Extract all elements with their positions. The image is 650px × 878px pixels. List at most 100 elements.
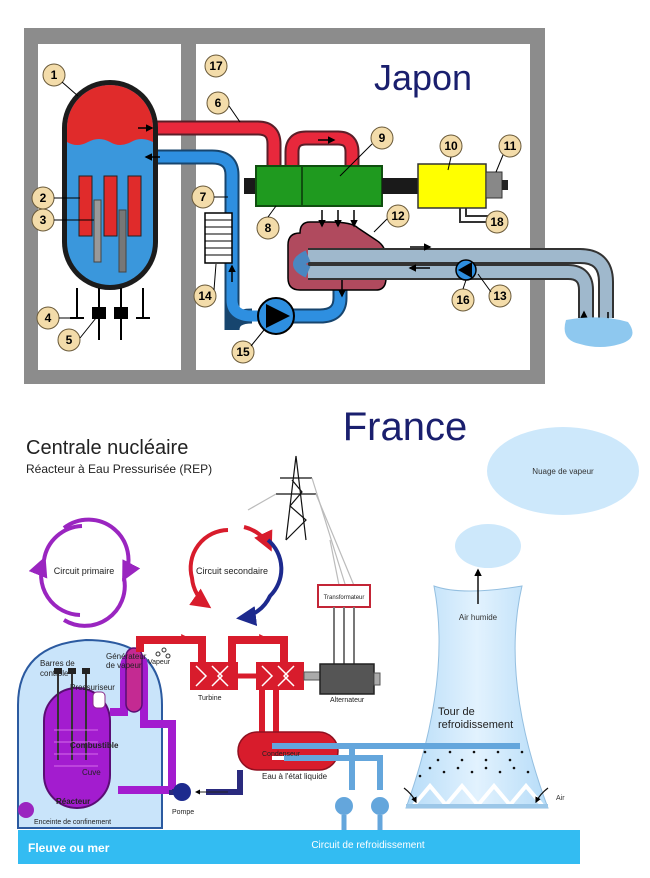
fuel-rod [103,175,118,237]
svg-text:Combustible: Combustible [70,741,119,750]
svg-text:Pressuriseur: Pressuriseur [70,683,115,692]
svg-text:refroidissement: refroidissement [438,719,513,731]
svg-text:3: 3 [40,213,47,227]
svg-text:17: 17 [209,59,223,73]
pressurizer [92,691,106,709]
svg-text:Vapeur: Vapeur [148,659,171,666]
svg-text:contrôle: contrôle [40,669,69,678]
callout-5: 5 [57,328,81,352]
svg-text:Réacteur: Réacteur [56,797,90,806]
spray-droplets [418,750,530,778]
callout-3: 3 [31,208,55,232]
cooling-pump-2 [371,797,389,815]
svg-text:Circuit primaire: Circuit primaire [54,566,115,576]
france-labels: Barres de contrôle Générateur de vapeur … [28,652,425,855]
svg-text:15: 15 [236,345,250,359]
reactor-vessel-fr [43,687,111,809]
diagram-title: Centrale nucléaire [26,437,188,459]
svg-text:Air: Air [556,795,565,802]
cooling-water-pipe [308,250,612,318]
svg-text:Barres de: Barres de [40,659,75,668]
alternator-fr [319,663,375,695]
steam-cloud [487,427,639,515]
svg-text:16: 16 [456,293,470,307]
svg-text:2: 2 [40,191,47,205]
svg-text:Alternateur: Alternateur [330,697,365,704]
turbine-shaft [382,178,418,194]
callout-2: 2 [31,186,55,210]
callout-17: 17 [204,54,228,78]
secondary-circuit-symbol: Circuit secondaire [188,525,284,626]
svg-text:9: 9 [379,131,386,145]
callout-15: 15 [231,340,255,364]
svg-text:Condenseur: Condenseur [262,751,301,758]
diagram-subtitle: Réacteur à Eau Pressurisée (REP) [26,462,212,476]
small-cloud [455,524,521,568]
svg-text:Transformateur: Transformateur [324,595,365,601]
svg-text:8: 8 [265,221,272,235]
turbine-hp-fr [190,662,238,690]
control-rod [93,199,102,263]
svg-text:1: 1 [51,68,58,82]
svg-text:Air humide: Air humide [459,613,498,622]
japan-callouts: 1 2 3 4 5 6 7 8 9 10 11 12 13 14 15 16 1… [31,54,522,364]
cooling-tower [405,585,549,809]
steam-generator-fr [125,647,143,713]
primary-pump-fr [18,802,34,818]
svg-text:Tour de: Tour de [438,706,475,718]
japan-diagram [24,28,633,384]
cooling-pump-1 [335,797,353,815]
power-line [459,208,490,223]
cooling-pipe-fr [284,755,383,790]
steam-loop-pipe [286,132,358,168]
japan-title: Japon [374,57,472,98]
callout-4: 4 [36,306,60,330]
water-body [564,317,633,347]
turbine-lp-fr [256,662,304,690]
svg-text:6: 6 [215,96,222,110]
turbine-lp [301,165,383,207]
callout-8: 8 [256,216,280,240]
svg-text:12: 12 [391,209,405,223]
svg-text:10: 10 [444,139,458,153]
callout-9: 9 [370,126,394,150]
callout-12: 12 [386,204,410,228]
callout-1: 1 [42,63,66,87]
svg-text:Circuit secondaire: Circuit secondaire [196,566,268,576]
callout-18: 18 [485,210,509,234]
svg-text:14: 14 [198,289,212,303]
hot-leg-pipe [150,122,280,170]
control-rod [118,209,127,273]
svg-text:13: 13 [493,289,507,303]
fuel-rod [78,175,93,237]
cloud-label: Nuage de vapeur [532,467,594,476]
callout-6: 6 [206,91,230,115]
feed-pump-fr [173,783,191,801]
generator [417,163,487,209]
primary-circuit-symbol: Circuit primaire [28,517,141,628]
callout-13: 13 [488,284,512,308]
svg-text:4: 4 [45,311,52,325]
river-band [18,830,580,864]
svg-text:Eau à l'état liquide: Eau à l'état liquide [262,772,328,781]
svg-text:Enceinte de confinement: Enceinte de confinement [34,819,111,826]
svg-text:Cuve: Cuve [82,768,101,777]
callout-10: 10 [439,134,463,158]
svg-text:Turbine: Turbine [198,695,222,702]
svg-text:11: 11 [504,139,517,153]
svg-text:7: 7 [200,190,207,204]
turbine-hp [255,165,303,207]
svg-text:Générateur: Générateur [106,652,147,661]
fuel-rod [127,175,142,237]
svg-text:Pompe: Pompe [172,809,194,816]
cooling-circuit-label: Circuit de refroidissement [311,840,425,851]
svg-text:5: 5 [66,333,73,347]
svg-text:de vapeur: de vapeur [106,661,142,670]
power-pylon [247,455,361,601]
callout-16: 16 [451,288,475,312]
svg-text:18: 18 [490,215,504,229]
callout-14: 14 [193,284,217,308]
france-title: France [343,405,468,449]
callout-7: 7 [191,185,215,209]
